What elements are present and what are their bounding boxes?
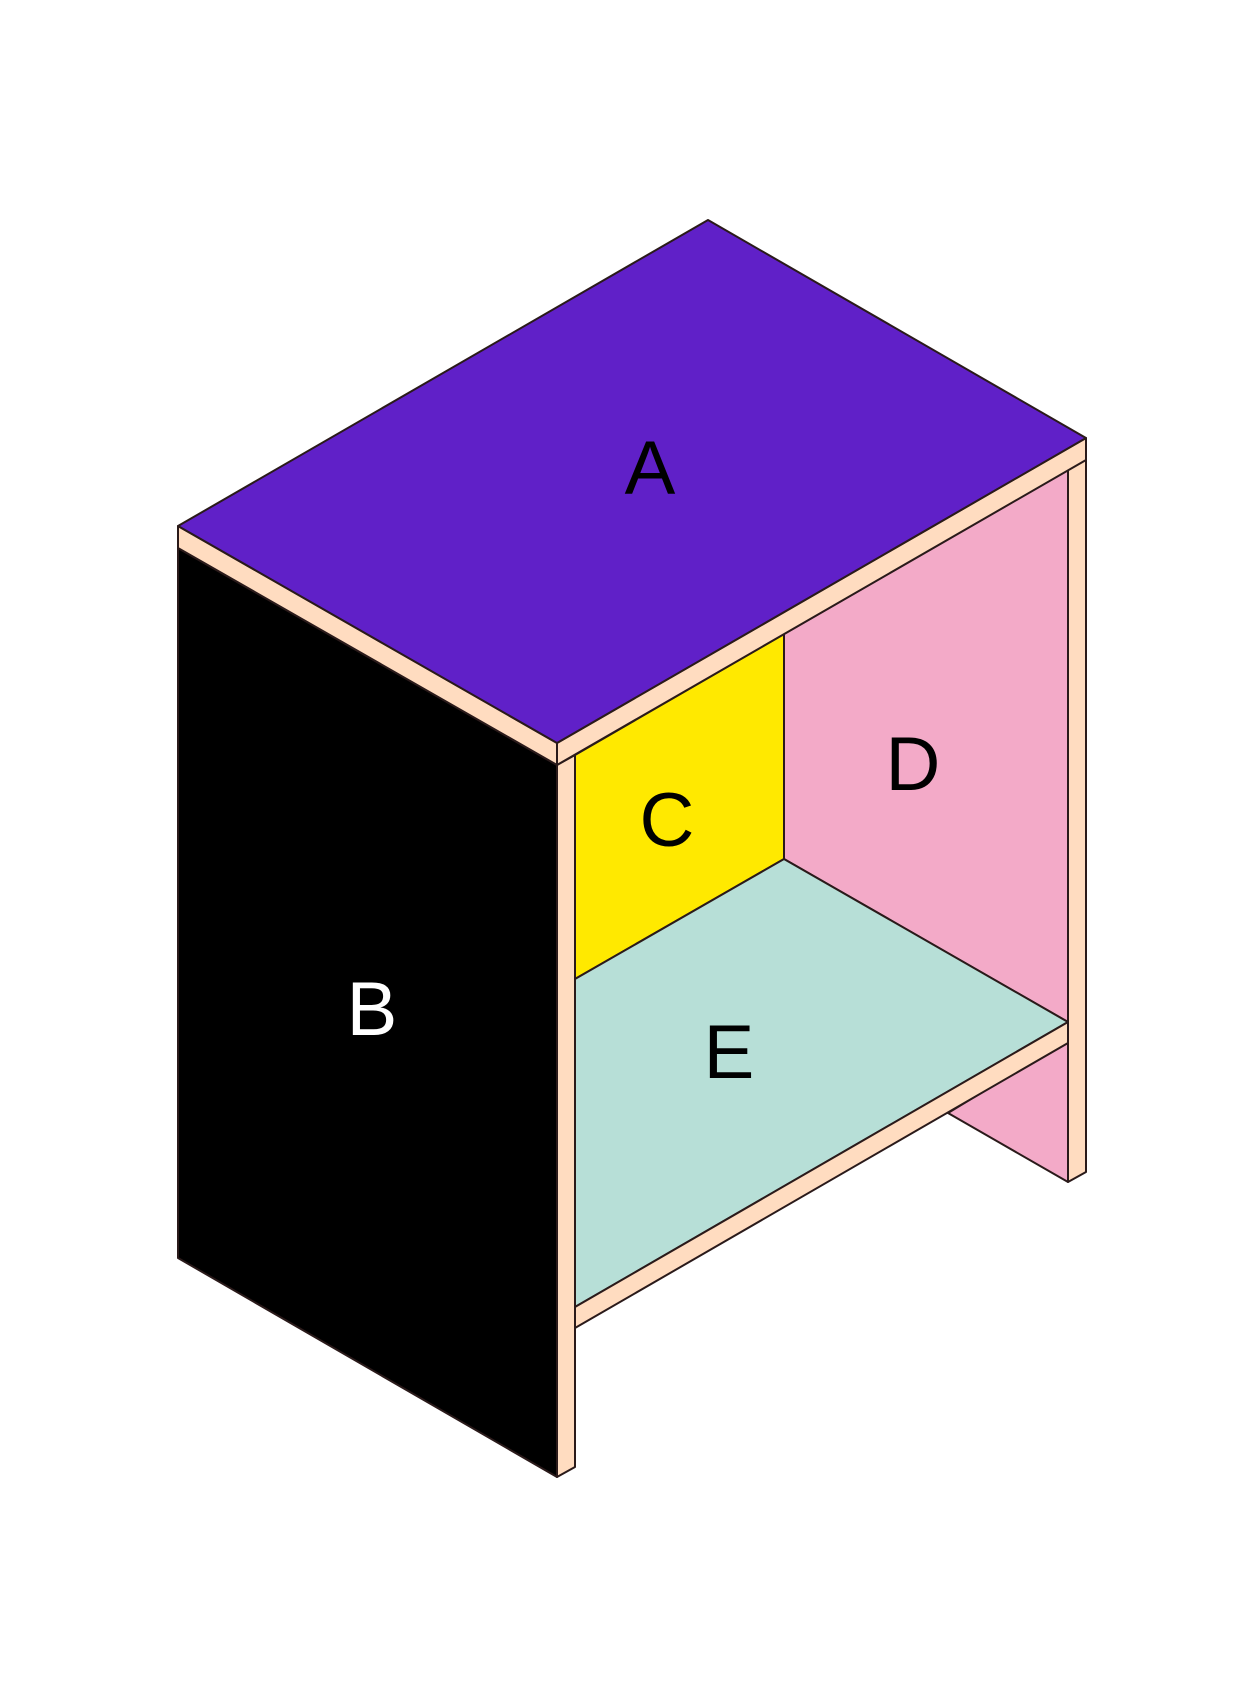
left-side-front-edge (556, 754, 576, 1478)
label-e: E (704, 1010, 755, 1095)
label-d: D (886, 722, 941, 807)
label-a: A (625, 426, 676, 511)
label-c: C (640, 778, 695, 863)
label-b: B (347, 967, 398, 1052)
right-side-edge (1067, 450, 1087, 1183)
panel-a (177, 219, 1087, 744)
